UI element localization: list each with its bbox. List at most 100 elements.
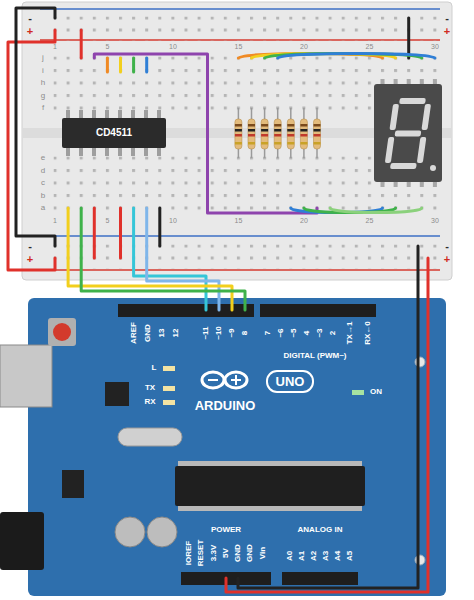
- pin-label: UNO: [276, 375, 305, 388]
- breadboard-label: 20: [300, 217, 308, 224]
- arduino-board: [115, 517, 145, 547]
- wire: [8, 8, 435, 592]
- breadboard: [22, 2, 452, 280]
- wire: [330, 208, 422, 213]
- arduino-board: [118, 428, 182, 446]
- pin-label: GND: [246, 544, 254, 562]
- breadboard-label: 20: [300, 43, 308, 50]
- pin-label: 3.3V: [210, 545, 218, 561]
- breadboard-label: b: [41, 192, 45, 200]
- wire: [407, 18, 410, 58]
- chip-pins: [66, 147, 70, 156]
- pin-label: DIGITAL (PWM~): [283, 352, 346, 360]
- pin-label: GND: [144, 324, 152, 342]
- wire: [278, 54, 435, 59]
- wire: [94, 54, 317, 213]
- chip-label: CD4511: [96, 128, 132, 138]
- pin-label: GND: [234, 544, 242, 562]
- pin-label: RESET: [197, 540, 205, 567]
- arduino-board: [147, 517, 177, 547]
- chip-pins: [118, 147, 122, 156]
- breadboard-label: j: [42, 54, 44, 62]
- pin-label: L: [152, 364, 157, 372]
- breadboard-label: e: [41, 154, 45, 162]
- resistor-symbol: [235, 108, 242, 158]
- arduino-board: [282, 572, 358, 585]
- wire: [145, 58, 148, 72]
- breadboard-label: 30: [431, 43, 439, 50]
- arduino-board: [178, 461, 362, 466]
- arduino-board: [62, 470, 84, 498]
- chip-pins: [92, 147, 96, 156]
- breadboard-label: 1: [53, 43, 57, 50]
- arduino-board: [267, 371, 313, 392]
- arduino-board: [0, 512, 44, 570]
- breadboard-label: +: [27, 26, 33, 37]
- breadboard-label: 25: [365, 217, 373, 224]
- breadboard-label: a: [41, 204, 45, 212]
- wire: [119, 58, 122, 72]
- wire: [134, 208, 206, 310]
- pin-label: A1: [298, 551, 306, 561]
- arduino-board: [118, 304, 254, 317]
- wire: [81, 208, 245, 310]
- pin-label: 8: [241, 331, 249, 335]
- arduino-board: [260, 304, 376, 317]
- breadboard-label: -: [28, 13, 32, 24]
- arduino-board: [163, 386, 175, 391]
- pin-label: RX: [144, 398, 155, 406]
- pin-label: IOREF: [185, 541, 193, 565]
- resistor-symbol: [235, 108, 321, 158]
- pin-label: A3: [322, 551, 330, 561]
- pin-label: RX←0: [364, 321, 372, 345]
- breadboard-label: -: [445, 241, 449, 252]
- seven-segment-display: [374, 84, 442, 182]
- breadboard-label: f: [42, 104, 44, 112]
- breadboard: [22, 2, 452, 280]
- wire: [147, 208, 219, 310]
- chip-pins: [79, 147, 83, 156]
- breadboard-label: +: [444, 26, 450, 37]
- breadboard: [54, 17, 438, 41]
- breadboard-label: 10: [169, 43, 177, 50]
- breadboard: [40, 8, 440, 10]
- arduino-board: [0, 345, 52, 407]
- breadboard-label: h: [41, 79, 45, 87]
- arduino-board: [202, 372, 224, 388]
- pin-label: ~5: [290, 328, 298, 337]
- breadboard: [40, 235, 440, 237]
- pin-label: ~10: [215, 326, 223, 340]
- pin-label: ~9: [228, 328, 236, 337]
- pin-label: ANALOG IN: [298, 526, 343, 534]
- breadboard: [54, 245, 438, 269]
- breadboard-label: 5: [105, 217, 109, 224]
- arduino-board: [0, 298, 446, 596]
- breadboard-label: d: [41, 167, 45, 175]
- ic-chip: CD4511: [62, 118, 166, 148]
- arduino-board: [105, 382, 129, 406]
- breadboard-label: 15: [234, 217, 242, 224]
- pin-label: A0: [286, 551, 294, 561]
- breadboard-label: 15: [234, 43, 242, 50]
- wire: [226, 258, 428, 592]
- seven-segment-display: [399, 98, 426, 104]
- wire: [119, 208, 122, 258]
- arduino-board: [352, 390, 364, 395]
- wire: [158, 208, 161, 246]
- arduino-board: [28, 298, 446, 596]
- arduino-board: [208, 379, 218, 381]
- arduino-board: [163, 400, 175, 405]
- breadboard-label: 1: [53, 217, 57, 224]
- breadboard-label: 30: [431, 217, 439, 224]
- wire: [238, 246, 418, 588]
- pin-label: ~3: [316, 328, 324, 337]
- chip-pins: [105, 147, 109, 156]
- wire: [106, 58, 109, 72]
- chip-pins: [144, 147, 148, 156]
- breadboard-label: 5: [105, 43, 109, 50]
- arduino-board: [48, 318, 76, 346]
- pin-label: ~11: [202, 326, 210, 339]
